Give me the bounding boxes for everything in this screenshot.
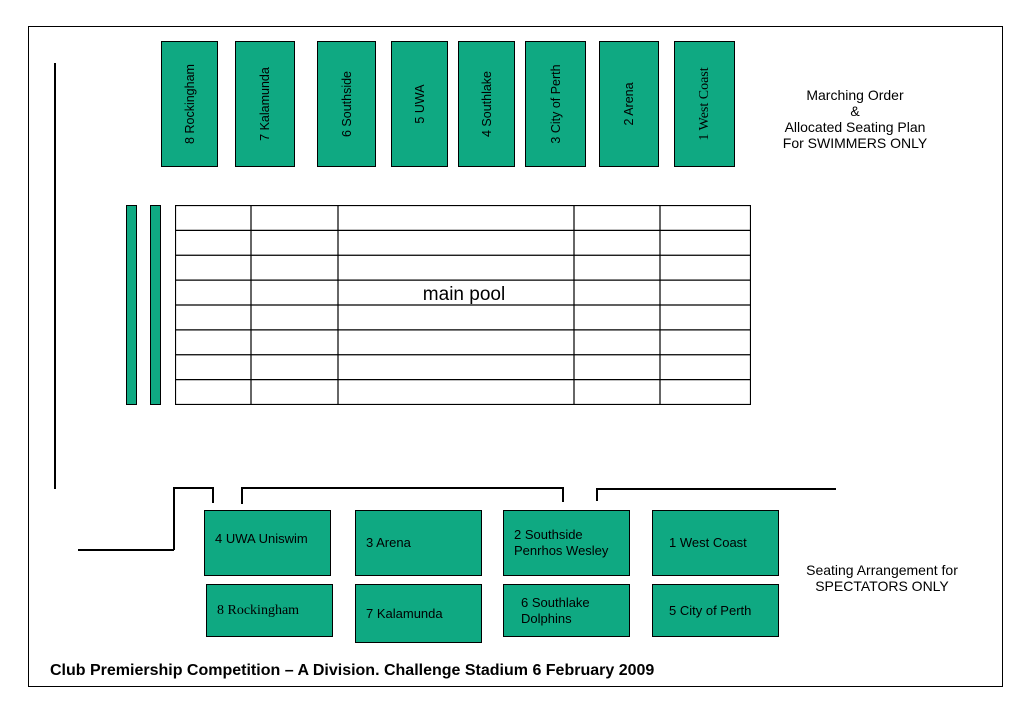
spectator-box-label: 3 Arena <box>366 535 411 550</box>
spectator-box-southside: 2 Southside Penrhos Wesley <box>503 510 630 576</box>
connector-line <box>562 487 564 502</box>
pool-strip <box>126 205 137 405</box>
connector-line <box>596 488 836 490</box>
marching-box-label: 5 UWA <box>412 84 427 124</box>
spectator-caption: Seating Arrangement for SPECTATORS ONLY <box>806 562 958 594</box>
marching-box-southlake: 4 Southlake <box>458 41 515 167</box>
marching-box-label: 1 West Coast <box>696 67 712 141</box>
marching-box-label: 8 Rockingham <box>182 64 197 144</box>
spectator-box-label: 7 Kalamunda <box>366 605 443 621</box>
spectator-box-arena: 3 Arena <box>355 510 482 576</box>
spectator-box-label: 1 West Coast <box>669 535 747 550</box>
spectator-box-label: 6 Southlake Dolphins <box>521 594 590 626</box>
spectator-box-west-coast: 1 West Coast <box>652 510 779 576</box>
spectator-box-uwa-uniswim: 4 UWA Uniswim <box>204 510 331 576</box>
marching-box-city-of-perth: 3 City of Perth <box>525 41 586 167</box>
marching-box-label: 3 City of Perth <box>548 64 563 144</box>
marching-box-uwa: 5 UWA <box>391 41 448 167</box>
spectator-box-rockingham: 8 Rockingham <box>206 584 333 637</box>
marching-box-label: 4 Southlake <box>479 70 494 138</box>
marching-box-label: 6 Southside <box>339 70 354 138</box>
connector-line <box>241 487 563 489</box>
connector-line <box>78 549 174 551</box>
spectator-box-city-of-perth: 5 City of Perth <box>652 584 779 637</box>
connector-line <box>212 487 214 503</box>
marching-box-label: 2 Arena <box>622 82 636 126</box>
spectator-box-label: 2 Southside Penrhos Wesley <box>514 527 609 558</box>
spectator-box-label: 8 Rockingham <box>217 602 300 618</box>
connector-line <box>173 487 213 489</box>
main-pool: main pool <box>175 205 751 405</box>
left-boundary-line <box>54 63 56 489</box>
spectator-box-southlake: 6 Southlake Dolphins <box>503 584 630 637</box>
marching-box-kalamunda: 7 Kalamunda <box>235 41 295 167</box>
spectator-box-kalamunda: 7 Kalamunda <box>355 584 482 643</box>
marching-caption: Marching Order & Allocated Seating Plan … <box>782 87 928 151</box>
spectator-box-label: 5 City of Perth <box>669 602 752 618</box>
marching-box-southside: 6 Southside <box>317 41 376 167</box>
page-title: Club Premiership Competition – A Divisio… <box>50 662 655 679</box>
marching-box-west-coast: 1 West Coast <box>674 41 735 167</box>
marching-box-label: 7 Kalamunda <box>258 67 272 141</box>
connector-line <box>596 488 598 501</box>
diagram-frame <box>28 26 1003 687</box>
marching-box-arena: 2 Arena <box>599 41 659 167</box>
marching-box-rockingham: 8 Rockingham <box>161 41 218 167</box>
connector-line <box>173 487 175 550</box>
pool-label: main pool <box>423 284 505 305</box>
pool-strip <box>150 205 161 405</box>
connector-line <box>241 487 243 504</box>
spectator-box-label: 4 UWA Uniswim <box>215 531 308 546</box>
